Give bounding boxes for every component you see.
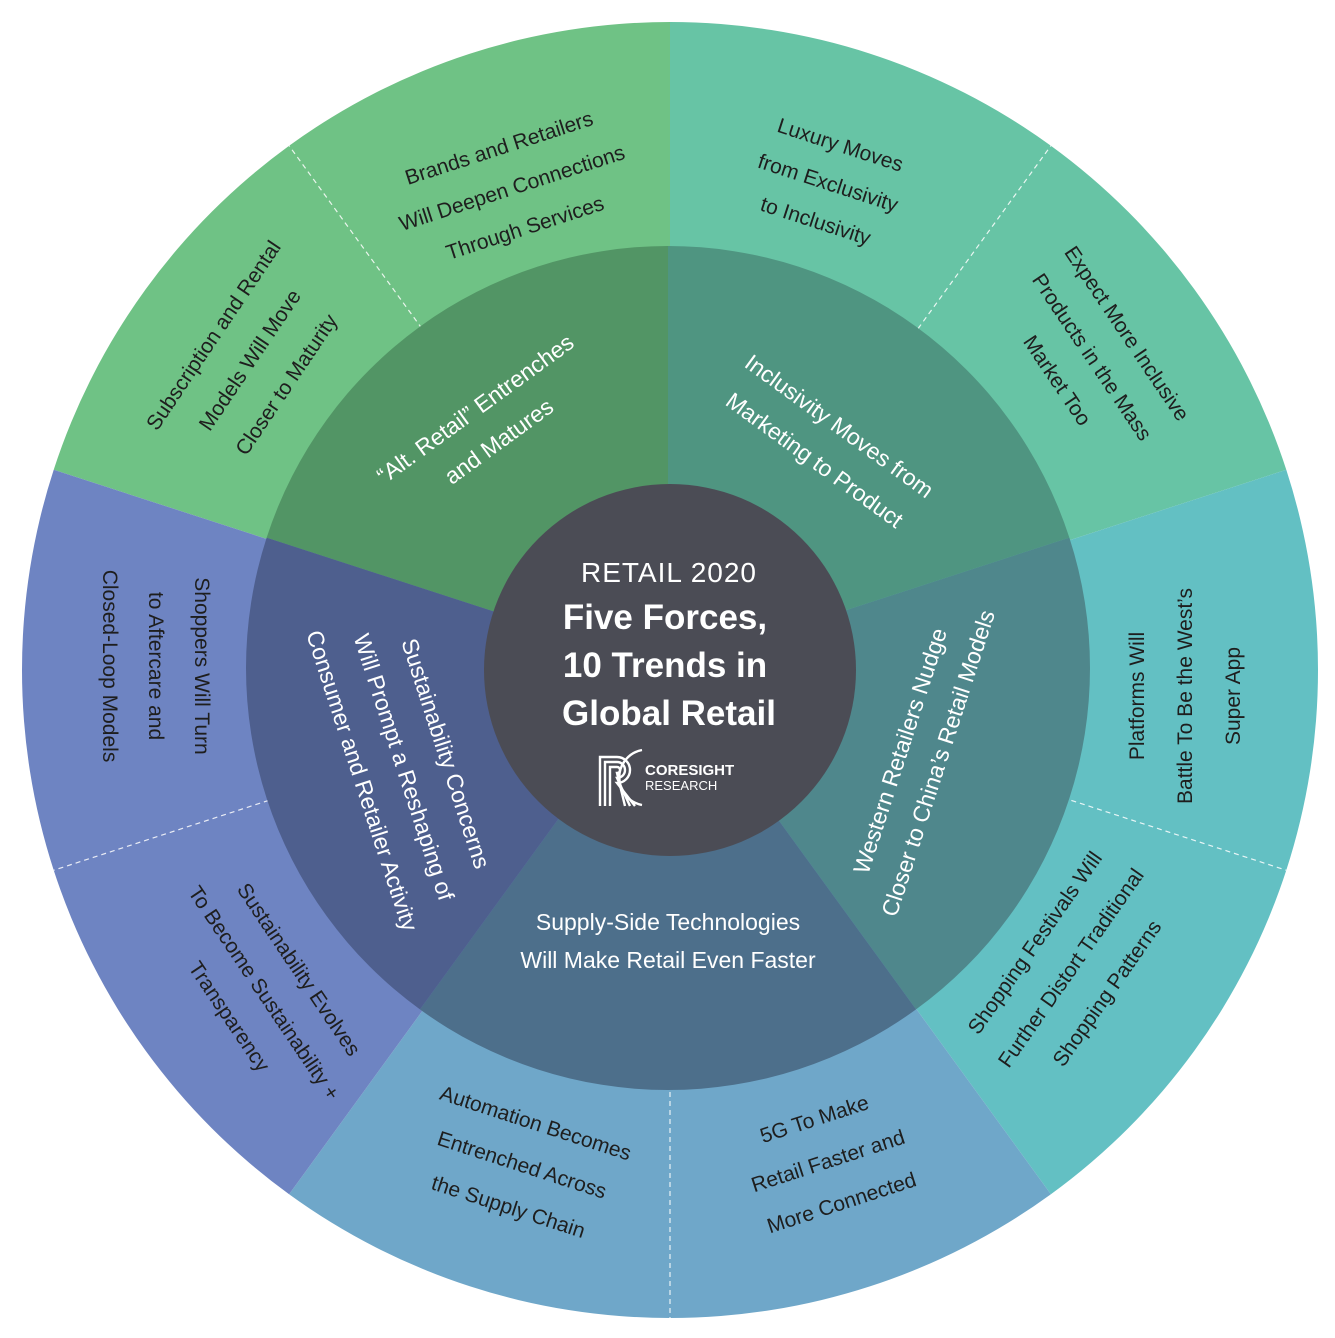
trend-label-line: Shoppers Will Turn	[190, 577, 213, 754]
center-circle	[484, 484, 856, 856]
trend-divider-sustainability	[53, 799, 269, 871]
trend-divider-alt-retail	[288, 145, 423, 329]
logo-sub: RESEARCH	[645, 778, 717, 793]
trend-label-line: Platforms Will	[1126, 632, 1149, 760]
center-hub: RETAIL 2020 Five Forces, 10 Trends in Gl…	[484, 484, 856, 856]
center-subtitle: RETAIL 2020	[581, 557, 757, 588]
force-sector-supply-side	[419, 668, 917, 1091]
logo-name: CORESIGHT	[645, 762, 734, 779]
trend-label-super-app: Platforms Will Battle To Be the West’s Sup…	[1126, 588, 1245, 804]
force-label-line: Supply-Side Technologies	[536, 909, 800, 935]
trend-label-line: Super App	[1222, 647, 1245, 745]
center-title-line-1: Five Forces,	[563, 598, 767, 637]
trend-label-line: to Aftercare and	[144, 592, 167, 740]
center-title-line-3: Global Retail	[562, 694, 776, 733]
trend-dividers	[53, 145, 1287, 1318]
coresight-logo-mark	[598, 748, 643, 807]
trend-label-line: Battle To Be the West’s	[1174, 588, 1197, 804]
trend-label-aftercare: Shoppers Will Turn to Aftercare and Closed…	[98, 570, 213, 763]
trend-divider-china-models	[1071, 799, 1287, 871]
trend-label-line: Closed-Loop Models	[98, 570, 121, 763]
coresight-logo: CORESIGHT RESEARCH	[598, 748, 734, 807]
trend-divider-inclusivity	[917, 145, 1052, 329]
center-title-line-2: 10 Trends in	[563, 646, 767, 685]
force-label-line: Will Make Retail Even Faster	[520, 947, 816, 973]
